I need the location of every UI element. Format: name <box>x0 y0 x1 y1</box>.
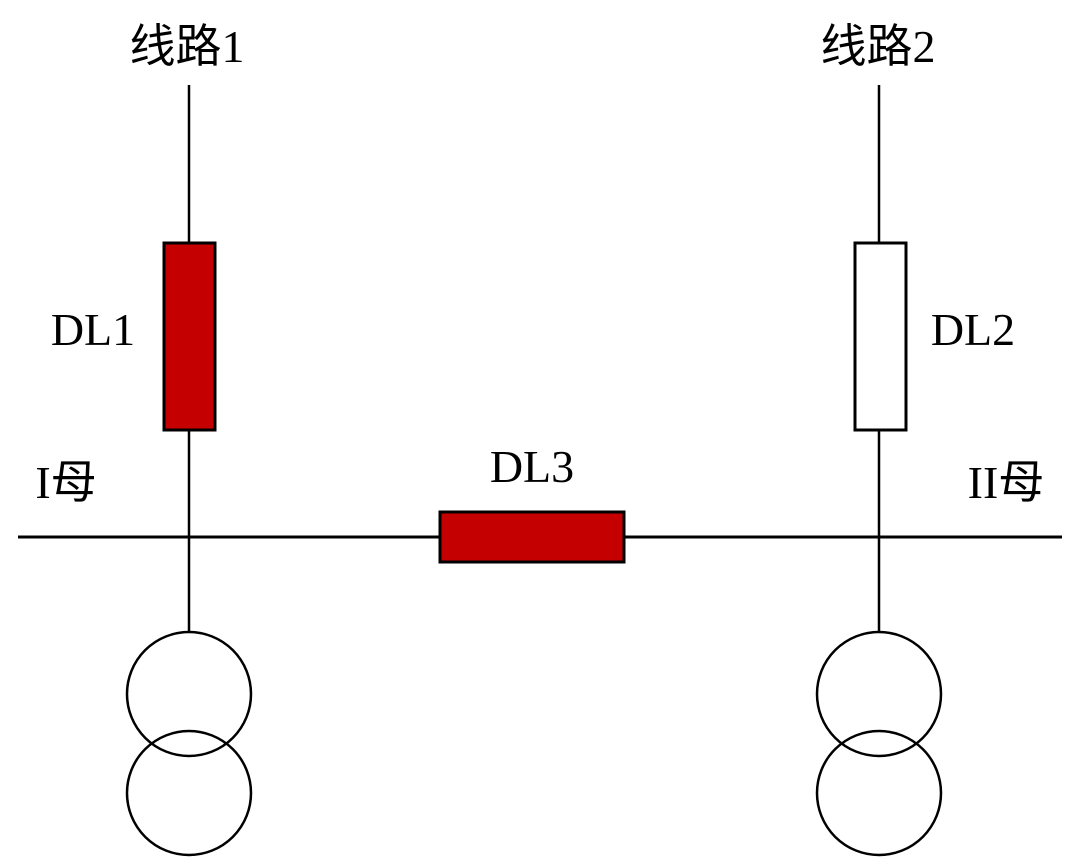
breaker-dl3-symbol <box>438 510 626 564</box>
breaker-dl1-symbol <box>162 241 217 432</box>
breaker-dl1-label: DL1 <box>51 304 135 355</box>
line1-label: 线路1 <box>130 21 245 72</box>
transformer1-symbol <box>125 630 253 857</box>
transformer2-secondary-coil <box>815 729 943 857</box>
bus1-label: I母 <box>35 457 96 508</box>
breaker-dl2-symbol <box>853 241 908 432</box>
transformer2-symbol <box>815 630 943 857</box>
breaker-dl3-label: DL3 <box>490 441 574 492</box>
transformer2-primary-coil <box>815 630 943 758</box>
bus2-label: II母 <box>968 457 1045 508</box>
transformer1-primary-coil <box>125 630 253 758</box>
line2-label: 线路2 <box>821 21 936 72</box>
transformer1-secondary-coil <box>125 729 253 857</box>
breaker-dl2-label: DL2 <box>931 304 1015 355</box>
